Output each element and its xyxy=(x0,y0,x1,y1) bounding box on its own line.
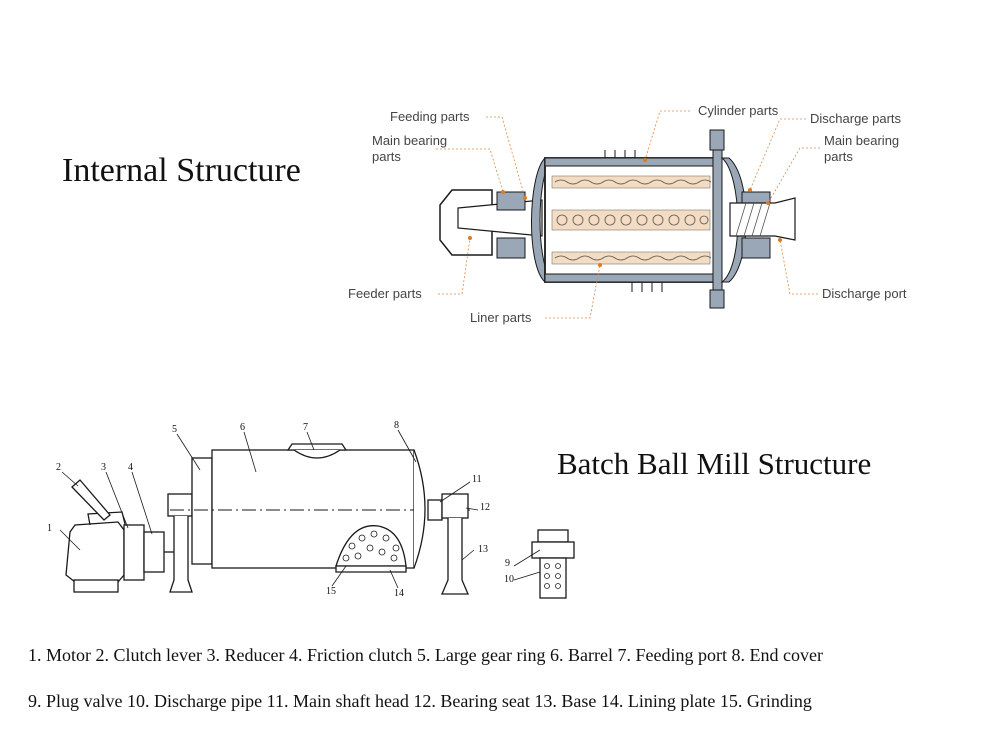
label-main-bearing-left-2: parts xyxy=(372,149,401,164)
callout-11: 11 xyxy=(472,474,482,485)
bearing-seat xyxy=(441,493,469,519)
main-shaft-head xyxy=(427,499,443,521)
plug-valve-body xyxy=(531,541,575,559)
callout-5: 5 xyxy=(172,424,177,435)
lining-plate xyxy=(335,565,407,573)
label-liner-parts: Liner parts xyxy=(470,310,532,325)
callout-8: 8 xyxy=(394,420,399,431)
callout-6: 6 xyxy=(240,422,245,433)
end-cover xyxy=(413,449,426,569)
discharge-screw xyxy=(735,202,771,237)
internal-structure-drawing: Feeding parts Main bearing parts Cylinde… xyxy=(348,103,907,325)
internal-structure-title: Internal Structure xyxy=(62,152,301,189)
label-cylinder-parts: Cylinder parts xyxy=(698,103,779,118)
label-main-bearing-right-2: parts xyxy=(824,149,853,164)
feeding-port-cover xyxy=(286,443,348,451)
motor-base xyxy=(73,579,119,593)
left-pedestal xyxy=(169,516,193,593)
callout-1: 1 xyxy=(47,523,52,534)
label-discharge-parts: Discharge parts xyxy=(810,111,902,126)
callout-14: 14 xyxy=(394,588,404,599)
cylinder-top-wall xyxy=(544,157,718,167)
shell-bolts xyxy=(604,150,663,292)
feeding-port xyxy=(293,449,341,459)
discharge-pipe-holes xyxy=(544,563,561,589)
grinding-balls xyxy=(556,214,709,226)
callout-leaders xyxy=(59,429,541,589)
leader-dots xyxy=(468,158,782,267)
liner-wave-bottom xyxy=(554,255,712,261)
batch-ball-mill-title: Batch Ball Mill Structure xyxy=(557,446,872,481)
callout-3: 3 xyxy=(101,462,106,473)
callout-12: 12 xyxy=(480,502,490,513)
label-discharge-port: Discharge port xyxy=(822,286,907,301)
label-main-bearing-left-1: Main bearing xyxy=(372,133,447,148)
right-base xyxy=(441,518,469,595)
gear-flange-top xyxy=(709,129,725,151)
left-bearing-bottom xyxy=(496,237,526,259)
callout-13: 13 xyxy=(478,544,488,555)
callout-10: 10 xyxy=(504,574,514,585)
callout-4: 4 xyxy=(128,462,133,473)
batch-mill-drawing xyxy=(59,429,575,599)
label-feeding-parts: Feeding parts xyxy=(390,109,470,124)
liner-band-top xyxy=(551,175,711,189)
clutch-lever xyxy=(71,479,111,521)
grinding-balls-batch xyxy=(342,530,400,562)
motor xyxy=(65,521,125,583)
diagram-canvas: Feeding parts Main bearing parts Cylinde… xyxy=(47,103,907,599)
callout-2: 2 xyxy=(56,462,61,473)
callout-9: 9 xyxy=(505,558,510,569)
gear-flange-bottom xyxy=(709,289,725,309)
label-main-bearing-right-1: Main bearing xyxy=(824,133,899,148)
reducer xyxy=(123,524,145,581)
callout-numbers: 1 2 3 4 5 6 7 8 9 10 11 12 13 14 15 xyxy=(47,420,514,599)
callout-15: 15 xyxy=(326,586,336,597)
label-feeder-parts: Feeder parts xyxy=(348,286,422,301)
discharge-pipe xyxy=(539,557,567,599)
legend-line-2: 9. Plug valve 10. Discharge pipe 11. Mai… xyxy=(28,691,812,711)
discharge-trunnion xyxy=(729,197,796,241)
plug-valve xyxy=(537,529,569,543)
liner-wave-top xyxy=(554,179,712,185)
friction-clutch xyxy=(143,531,165,573)
callout-7: 7 xyxy=(303,422,308,433)
gear-flange xyxy=(712,147,723,293)
legend-line-1: 1. Motor 2. Clutch lever 3. Reducer 4. F… xyxy=(28,645,823,665)
cylinder-bottom-wall xyxy=(544,273,718,283)
left-pedestal-top xyxy=(167,493,193,517)
right-end-head xyxy=(720,157,747,283)
large-gear-ring xyxy=(191,457,213,565)
leader-lines xyxy=(436,110,820,319)
left-bearing-top xyxy=(496,191,526,211)
liner-band-bottom xyxy=(551,251,711,265)
right-bearing-bottom xyxy=(741,237,771,259)
